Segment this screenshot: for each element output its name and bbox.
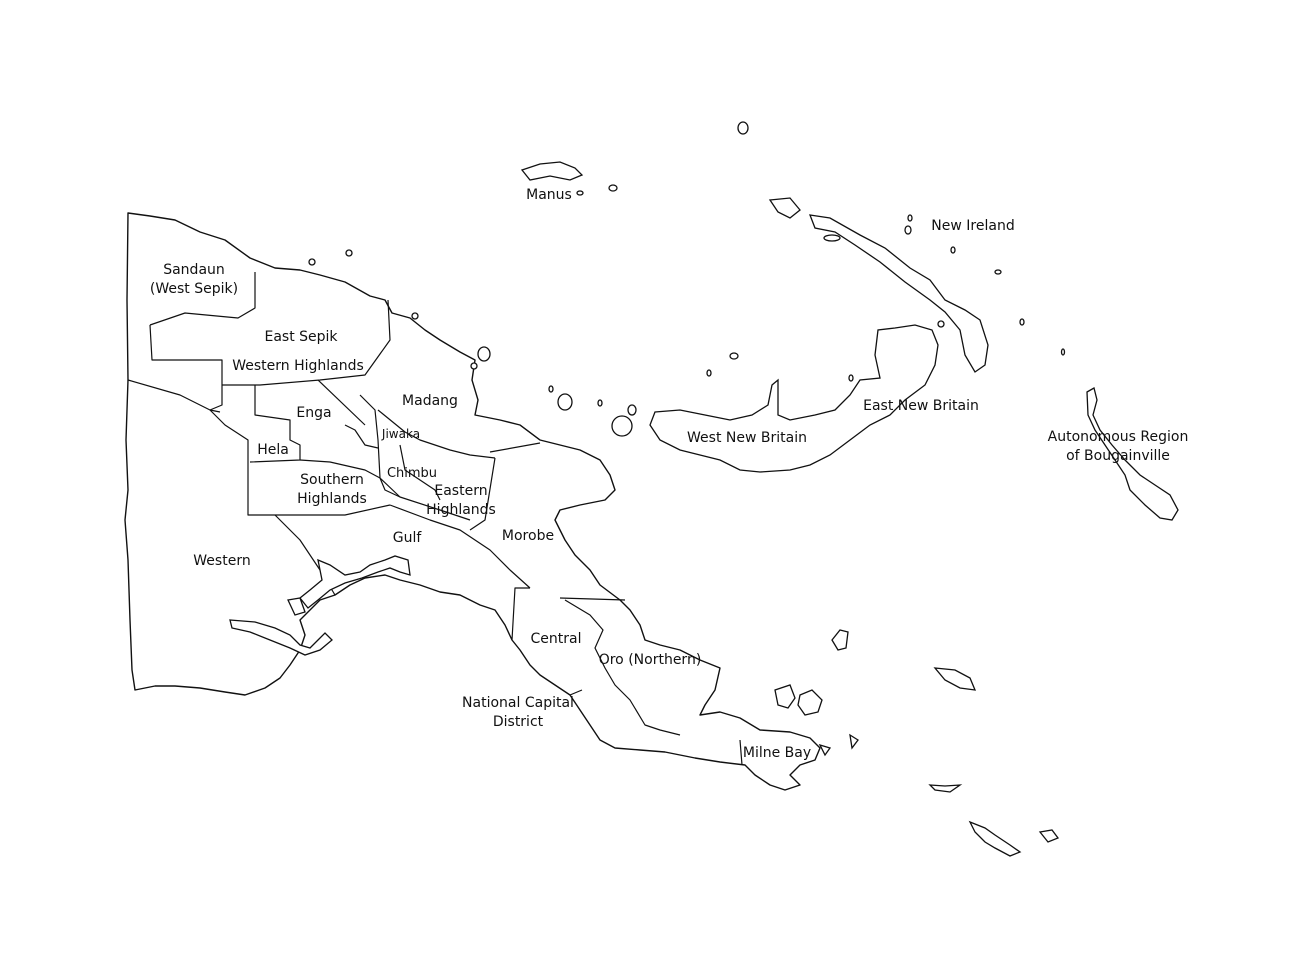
label-western: Western — [193, 553, 251, 569]
label-new-ireland: New Ireland — [931, 218, 1015, 234]
label-gulf: Gulf — [392, 530, 422, 546]
label-jiwaka: Jiwaka — [381, 427, 421, 441]
label-western-highlands: Western Highlands — [232, 358, 364, 374]
gulf-delta-islands — [229, 555, 411, 656]
label-central: Central — [530, 631, 582, 647]
label-east-sepik: East Sepik — [264, 329, 338, 345]
label-enga: Enga — [296, 405, 332, 421]
milne-bay-islands — [774, 629, 1060, 857]
label-hela: Hela — [257, 442, 289, 458]
label-east-new-britain: East New Britain — [863, 398, 979, 414]
manus-island — [520, 161, 584, 181]
label-milne-bay: Milne Bay — [742, 745, 812, 761]
label-chimbu: Chimbu — [386, 466, 438, 481]
new-britain-island — [649, 324, 939, 473]
new-ireland-island — [768, 197, 989, 373]
island-shapes — [229, 121, 1179, 857]
bougainville-island — [1086, 387, 1179, 521]
label-west-new-britain: West New Britain — [687, 430, 807, 446]
province-borders — [127, 272, 743, 766]
label-madang: Madang — [402, 393, 458, 409]
label-sandaun: Sandaun(West Sepik) — [149, 262, 239, 297]
label-manus: Manus — [526, 187, 572, 203]
label-morobe: Morobe — [501, 528, 555, 544]
label-oro: Oro (Northern) — [598, 652, 702, 668]
